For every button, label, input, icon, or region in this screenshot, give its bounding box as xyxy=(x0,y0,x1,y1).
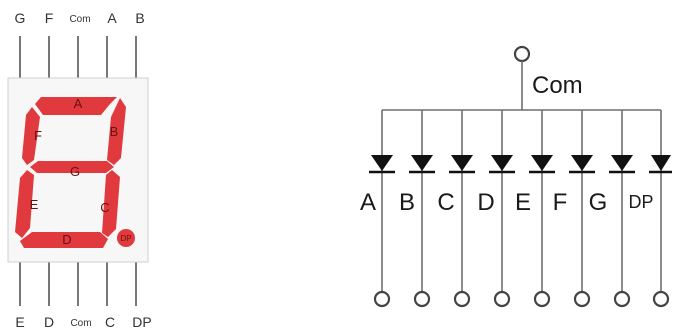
channel-g: G xyxy=(589,110,635,308)
terminal-dp xyxy=(652,290,670,308)
common-terminal xyxy=(513,45,531,63)
terminal-e xyxy=(533,290,551,308)
pin-label-c-bottom: C xyxy=(105,314,115,330)
diode-c-label: C xyxy=(437,189,454,216)
segment-f xyxy=(22,107,40,165)
diode-d-label: D xyxy=(477,189,494,216)
diode-e-triangle xyxy=(531,155,553,171)
terminal-a xyxy=(373,290,391,308)
diode-d-triangle xyxy=(491,155,513,171)
pin-label-d-bottom: D xyxy=(44,314,54,330)
segment-label-g: G xyxy=(70,164,80,179)
channel-a: A xyxy=(360,110,395,308)
bottom-pin-labels: E D Com C DP xyxy=(15,314,151,330)
channel-c: C xyxy=(437,110,475,308)
segment-labels: A B F G E C D DP xyxy=(30,96,132,247)
diode-e-label: E xyxy=(515,189,531,216)
pin-label-g-top: G xyxy=(15,10,26,26)
segment-label-dp: DP xyxy=(120,234,131,243)
segment-e xyxy=(15,170,34,238)
common-label: Com xyxy=(532,72,583,99)
channel-e: E xyxy=(515,110,555,308)
diode-a-triangle xyxy=(371,155,393,171)
diode-g-triangle xyxy=(611,155,633,171)
diode-b-triangle xyxy=(411,155,433,171)
terminal-d xyxy=(493,290,511,308)
segment-label-d: D xyxy=(62,232,71,247)
segment-d xyxy=(20,232,108,248)
pin-label-dp-bottom: DP xyxy=(132,314,151,330)
top-pin-leads xyxy=(19,36,137,78)
terminal-c xyxy=(453,290,471,308)
segment-b xyxy=(107,98,126,165)
segment-g xyxy=(30,161,114,173)
seven-segment-display: G F Com A B E D Com C DP A xyxy=(7,10,152,330)
channel-dp: DP xyxy=(628,110,672,308)
diode-dp-triangle xyxy=(651,155,671,171)
segment-dp xyxy=(117,229,135,247)
pin-label-a-top: A xyxy=(107,10,117,26)
diode-dp-label: DP xyxy=(628,192,653,212)
terminal-f xyxy=(573,290,591,308)
diode-f-triangle xyxy=(571,155,593,171)
segment-label-a: A xyxy=(74,96,83,111)
diode-f-label: F xyxy=(553,189,568,216)
terminal-b xyxy=(413,290,431,308)
terminal-g xyxy=(613,290,631,308)
pin-label-f-top: F xyxy=(45,10,54,26)
segment-label-c: C xyxy=(100,200,109,215)
segment-a xyxy=(35,97,117,115)
display-segments xyxy=(15,97,135,248)
bottom-pin-leads xyxy=(19,262,137,306)
pin-label-com-top: Com xyxy=(69,14,90,25)
segment-c xyxy=(102,170,120,237)
channel-d: D xyxy=(477,110,515,308)
segment-label-e: E xyxy=(30,197,39,212)
channel-f: F xyxy=(553,110,595,308)
channel-b: B xyxy=(399,110,435,308)
diode-c-triangle xyxy=(451,155,473,171)
diode-schematic: Com A B C D xyxy=(360,45,672,308)
diode-g-label: G xyxy=(589,189,608,216)
top-pin-labels: G F Com A B xyxy=(15,10,145,26)
diode-a-label: A xyxy=(360,189,376,216)
pin-label-e-bottom: E xyxy=(15,314,24,330)
diode-b-label: B xyxy=(399,189,415,216)
pin-label-b-top: B xyxy=(135,10,144,26)
segment-label-f: F xyxy=(34,128,42,143)
segment-label-b: B xyxy=(110,124,119,139)
pin-label-com-bottom: Com xyxy=(70,318,91,329)
